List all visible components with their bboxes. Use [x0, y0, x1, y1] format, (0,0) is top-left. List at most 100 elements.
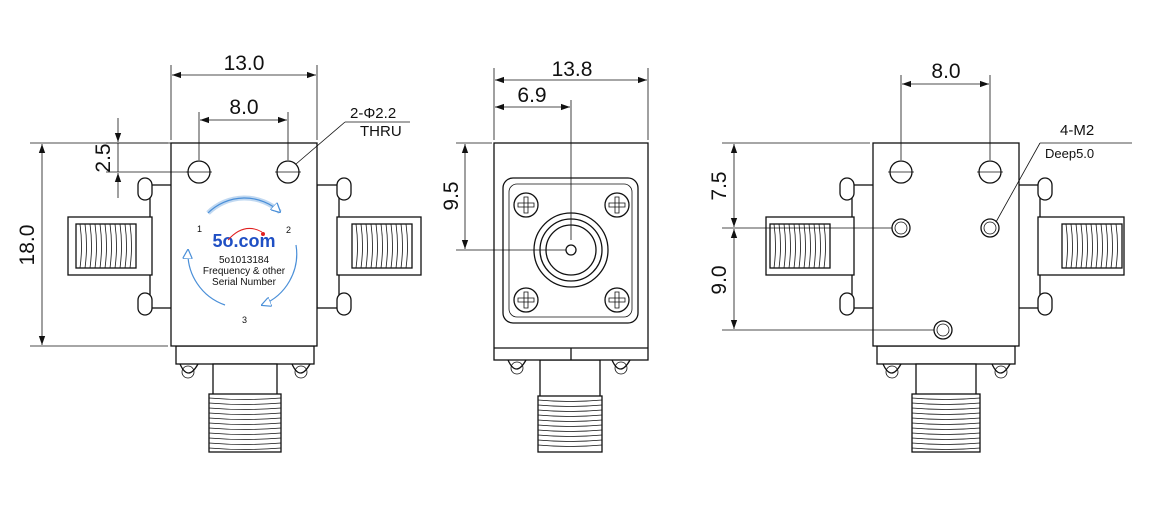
thread-note-m2: 4-M2: [1060, 122, 1094, 139]
thread-line: [1080, 223, 1083, 269]
front-mounting-hole-right: [275, 160, 301, 184]
thread-line: [911, 402, 981, 405]
front-dim-width: 13.0: [170, 52, 318, 140]
side-dim-center: 6.9: [495, 84, 572, 240]
thread-line: [104, 223, 107, 269]
thread-line: [365, 223, 368, 269]
thread-line: [537, 434, 603, 437]
hole-note-dia: 2-Φ2.2: [350, 105, 396, 122]
hole-note-thru: THRU: [360, 123, 402, 140]
back-thread-callout: 4-M2 Deep5.0: [995, 122, 1132, 223]
thread-line: [208, 442, 282, 445]
front-left-connector: [67, 216, 153, 276]
label-frequency: Frequency & other: [203, 266, 286, 277]
thread-line: [911, 432, 981, 435]
thread-line: [1110, 223, 1113, 269]
thread-note-deep: Deep5.0: [1045, 146, 1094, 161]
port-2-label: 2: [286, 225, 291, 235]
thread-line: [208, 417, 282, 420]
thread-line: [114, 223, 117, 269]
front-dim-height: 18.0: [16, 142, 168, 347]
thread-line: [1070, 223, 1073, 269]
thread-line: [911, 442, 981, 445]
thread-line: [208, 412, 282, 415]
back-bottom-connector: [876, 345, 1016, 453]
front-bottom-connector: [175, 345, 315, 453]
back-dim-hole-spacing: 8.0: [900, 60, 991, 160]
thread-line: [537, 404, 603, 407]
dim-7-5: 7.5: [708, 171, 731, 200]
thread-line: [208, 407, 282, 410]
thread-line: [1090, 223, 1093, 269]
thread-line: [537, 424, 603, 427]
thread-line: [99, 223, 102, 269]
back-hole-tr: [977, 160, 1003, 184]
port-1-label: 1: [197, 224, 202, 234]
thread-line: [911, 412, 981, 415]
side-dim-height: 9.5: [440, 142, 566, 251]
serial-number: 5o1013184: [219, 255, 269, 266]
thread-line: [208, 397, 282, 400]
thread-line: [911, 422, 981, 425]
side-view: 13.8 6.9 9.5: [440, 58, 649, 453]
circulator-label: 5o.com 5o1013184 Frequency & other Seria…: [188, 195, 298, 325]
thread-line: [208, 437, 282, 440]
thread-line: [109, 223, 112, 269]
thread-line: [119, 223, 122, 269]
thread-line: [537, 414, 603, 417]
thread-line: [395, 223, 398, 269]
front-right-connector: [336, 216, 422, 276]
thread-line: [537, 439, 603, 442]
thread-line: [537, 419, 603, 422]
thread-line: [385, 223, 388, 269]
thread-line: [537, 409, 603, 412]
side-flange: [502, 177, 639, 324]
dim-8-0-back: 8.0: [931, 60, 960, 83]
thread-line: [1075, 223, 1078, 269]
side-screw-bl: [513, 287, 539, 313]
thread-line: [370, 223, 373, 269]
side-screw-tl: [513, 192, 539, 218]
back-right-connector: [1037, 216, 1125, 276]
dim-6-9: 6.9: [517, 84, 546, 107]
thread-line: [390, 223, 393, 269]
thread-line: [124, 223, 127, 269]
thread-line: [537, 429, 603, 432]
thread-line: [79, 223, 82, 269]
back-thread-hole-right: [980, 218, 1000, 238]
thread-line: [208, 447, 282, 450]
back-dim-bottom: 9.0: [708, 229, 934, 331]
port-3-label: 3: [242, 315, 247, 325]
thread-line: [208, 402, 282, 405]
dim-13-0: 13.0: [224, 52, 265, 75]
dim-9-0: 9.0: [708, 265, 731, 294]
back-dim-top: 7.5: [708, 142, 892, 229]
thread-line: [1100, 223, 1103, 269]
thread-line: [405, 223, 408, 269]
thread-line: [84, 223, 87, 269]
thread-line: [1095, 223, 1098, 269]
back-right-flange: [1017, 177, 1053, 316]
thread-line: [129, 223, 132, 269]
thread-line: [1105, 223, 1108, 269]
back-view: 8.0 7.5 9.0 4-M2 Deep5.0: [708, 60, 1132, 453]
thread-line: [355, 223, 358, 269]
front-view: 5o.com 5o1013184 Frequency & other Seria…: [16, 52, 422, 453]
thread-line: [208, 432, 282, 435]
thread-line: [208, 427, 282, 430]
back-body: [872, 142, 1020, 347]
thread-line: [1085, 223, 1088, 269]
thread-line: [911, 427, 981, 430]
dim-9-5: 9.5: [440, 181, 463, 210]
brand-logo: 5o.com: [212, 231, 275, 251]
thread-line: [537, 399, 603, 402]
thread-line: [911, 417, 981, 420]
thread-line: [1115, 223, 1118, 269]
thread-line: [1065, 223, 1068, 269]
thread-line: [375, 223, 378, 269]
side-screw-tr: [604, 192, 630, 218]
thread-line: [911, 407, 981, 410]
thread-line: [89, 223, 92, 269]
side-dim-width: 13.8: [493, 58, 649, 140]
thread-line: [537, 444, 603, 447]
